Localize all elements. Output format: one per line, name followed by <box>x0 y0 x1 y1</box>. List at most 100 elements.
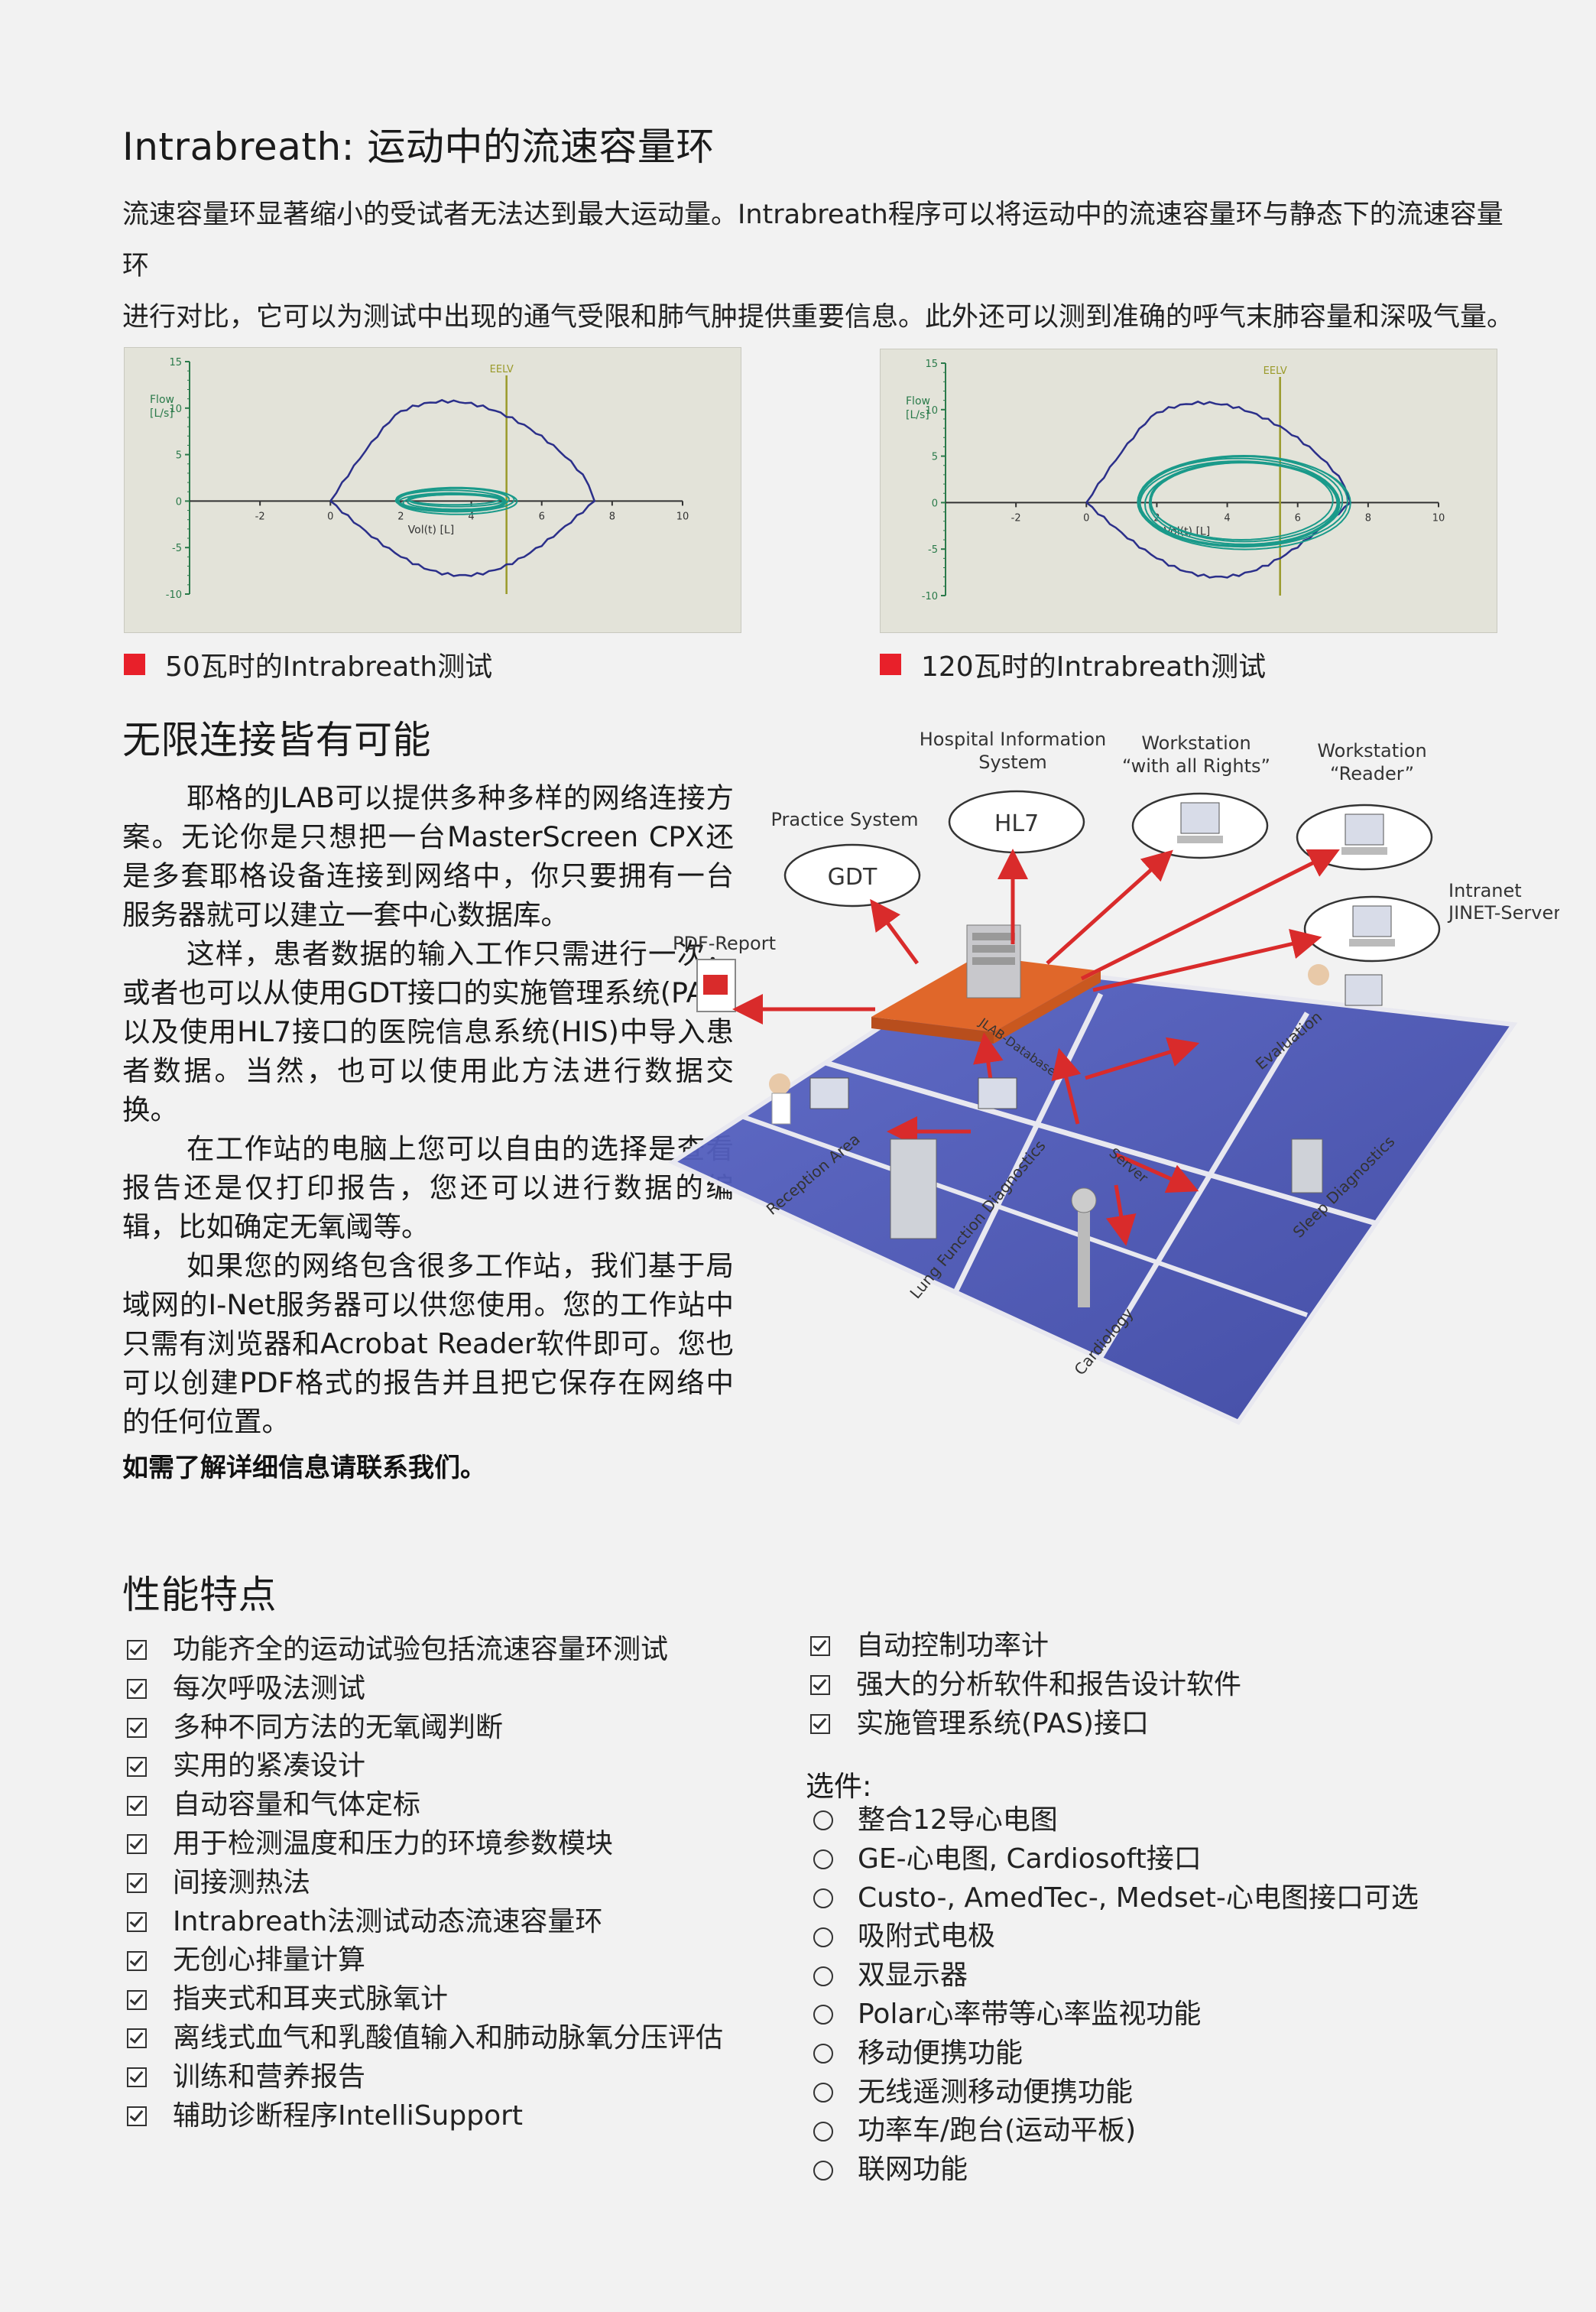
feature-item: 自动控制功率计 <box>810 1627 1241 1666</box>
checkbox-checked-icon <box>810 1636 830 1657</box>
pdf-document-icon <box>696 959 736 1012</box>
intranet-label-1: Intranet <box>1448 880 1522 901</box>
features-right-list: 自动控制功率计强大的分析软件和报告设计软件实施管理系统(PAS)接口 <box>810 1627 1241 1743</box>
checkbox-checked-icon <box>127 2028 147 2049</box>
resting-loop-curve <box>329 398 596 577</box>
y-tick-label: -10 <box>166 589 182 601</box>
y-tick-label: -5 <box>928 544 938 556</box>
network-paragraph: 如果您的网络包含很多工作站，我们基于局域网的I-Net服务器可以供您使用。您的工… <box>122 1249 734 1438</box>
reception-workstation-icon <box>769 1073 849 1125</box>
network-paragraph: 在工作站的电脑上您可以自由的选择是查看报告还是仅打印报告，您还可以进行数据的编辑… <box>122 1132 734 1243</box>
cloud-intranet-icon <box>1303 895 1441 963</box>
item-text: 间接测热法 <box>173 1866 311 1898</box>
y-tick-label: 10 <box>169 404 182 415</box>
options-list: 整合12导心电图 GE-心电图, Cardiosoft接口 Custo-, Amed… <box>813 1801 1419 2190</box>
cardiology-bike-icon <box>1071 1187 1097 1307</box>
connection-arrows <box>732 849 1340 1246</box>
network-paragraph: 耶格的JLAB可以提供多种多样的网络连接方案。无论你是只想把一台MasterSc… <box>122 781 734 931</box>
item-text: 功能齐全的运动试验包括流速容量环测试 <box>173 1634 669 1665</box>
option-item: 双显示器 <box>813 1956 1419 1995</box>
feature-item: 多种不同方法的无氧阈判断 <box>127 1709 723 1748</box>
item-text: 离线式血气和乳酸值输入和肺动脉氧分压评估 <box>173 2021 724 2054</box>
plot-caption-120w: 120瓦时的Intrabreath测试 <box>880 645 1266 684</box>
y-axis-unit: [L/s] <box>150 408 174 420</box>
network-diagram: JLAB-Database GDT Practice System HL7 Ho… <box>667 729 1559 1425</box>
y-tick-label: 5 <box>176 450 182 462</box>
item-text: 辅助诊断程序IntelliSupport <box>173 2099 524 2132</box>
item-text: 用于检测温度和压力的环境参数模块 <box>173 1827 614 1859</box>
x-tick-label: 6 <box>539 511 545 522</box>
gdt-label: GDT <box>828 864 877 891</box>
cloud-ws-rights-icon <box>1131 792 1269 859</box>
option-item: GE-心电图, Cardiosoft接口 <box>813 1840 1419 1879</box>
server-workstation-icon <box>978 1077 1017 1109</box>
item-text: 整合12导心电图 <box>858 1804 1058 1836</box>
circle-bullet-icon <box>813 2044 833 2064</box>
item-text: 多种不同方法的无氧阈判断 <box>173 1711 504 1743</box>
item-text: 指夹式和耳夹式脉氧计 <box>173 1983 449 2015</box>
y-tick-label: -10 <box>922 591 938 602</box>
item-text: 实用的紧凑设计 <box>173 1750 366 1782</box>
ws-reader-label-2: “Reader” <box>1330 763 1414 784</box>
x-tick-label: 2 <box>397 511 404 522</box>
intrabreath-intro: 流速容量环显著缩小的受试者无法达到最大运动量。Intrabreath程序可以将运… <box>122 190 1529 343</box>
feature-item: 无创心排量计算 <box>127 1941 723 1980</box>
eelv-label: EELV <box>1264 365 1287 377</box>
network-description: 耶格的JLAB可以提供多种多样的网络连接方案。无论你是只想把一台MasterSc… <box>122 778 734 1441</box>
feature-item: 离线式血气和乳酸值输入和肺动脉氧分压评估 <box>127 2019 723 2058</box>
y-tick-label: -5 <box>172 543 182 554</box>
checkbox-checked-icon <box>127 2106 147 2126</box>
circle-bullet-icon <box>813 2082 833 2103</box>
red-square-bullet-icon <box>880 654 901 675</box>
y-tick-label: 0 <box>176 496 182 508</box>
y-tick-label: 10 <box>925 405 938 417</box>
feature-item: 实用的紧凑设计 <box>127 1747 723 1786</box>
circle-bullet-icon <box>813 1810 833 1831</box>
checkbox-checked-icon <box>127 1756 147 1777</box>
item-text: GE-心电图, Cardiosoft接口 <box>858 1843 1202 1875</box>
item-text: 无线遥测移动便携功能 <box>858 2076 1134 2108</box>
item-text: 强大的分析软件和报告设计软件 <box>856 1668 1242 1700</box>
option-item: 整合12导心电图 <box>813 1801 1419 1840</box>
item-text: 自动容量和气体定标 <box>173 1789 421 1821</box>
x-tick-label: 8 <box>609 511 615 522</box>
hl7-label: HL7 <box>994 810 1039 837</box>
intranet-label-2: JINET-Server <box>1447 902 1559 924</box>
feature-item: 指夹式和耳夹式脉氧计 <box>127 1980 723 2019</box>
x-tick-label: 8 <box>1365 512 1371 524</box>
circle-bullet-icon <box>813 1888 833 1908</box>
feature-item: Intrabreath法测试动态流速容量环 <box>127 1903 723 1942</box>
checkbox-checked-icon <box>127 2067 147 2088</box>
network-paragraph: 这样，患者数据的输入工作只需进行一次，或者也可以从使用GDT接口的实施管理系统(… <box>122 937 734 1126</box>
item-text: 吸附式电极 <box>858 1921 996 1953</box>
pdf-report-label: PDF-Report <box>673 933 776 954</box>
cloud-gdt-icon: GDT <box>783 843 921 908</box>
feature-item: 训练和营养报告 <box>127 2058 723 2097</box>
checkbox-checked-icon <box>127 1950 147 1971</box>
features-title: 性能特点 <box>122 1573 277 1617</box>
ws-rights-label-1: Workstation <box>1141 732 1251 754</box>
eelv-label: EELV <box>490 364 514 375</box>
feature-item: 用于检测温度和压力的环境参数模块 <box>127 1825 723 1864</box>
item-text: 联网功能 <box>858 2154 968 2186</box>
y-axis-label: Flow <box>150 394 174 406</box>
x-tick-label: 4 <box>1224 512 1230 524</box>
options-title: 选件: <box>806 1770 872 1803</box>
x-tick-label: 0 <box>327 511 333 522</box>
item-text: 每次呼吸法测试 <box>173 1672 366 1704</box>
option-item: 无线遥测移动便携功能 <box>813 2073 1419 2112</box>
feature-item: 每次呼吸法测试 <box>127 1670 723 1709</box>
checkbox-checked-icon <box>127 1911 147 1932</box>
x-tick-label: 6 <box>1295 512 1301 524</box>
y-axis-unit: [L/s] <box>906 409 929 421</box>
item-text: Polar心率带等心率监视功能 <box>858 1998 1202 2030</box>
checkbox-checked-icon <box>810 1675 830 1696</box>
option-item: Custo-, AmedTec-, Medset-心电图接口可选 <box>813 1879 1419 1918</box>
y-axis-label: Flow <box>906 395 930 408</box>
feature-item: 辅助诊断程序IntelliSupport <box>127 2097 723 2136</box>
item-text: 自动控制功率计 <box>856 1630 1049 1661</box>
exercise-loop-curve <box>1138 455 1351 550</box>
option-item: 吸附式电极 <box>813 1917 1419 1956</box>
